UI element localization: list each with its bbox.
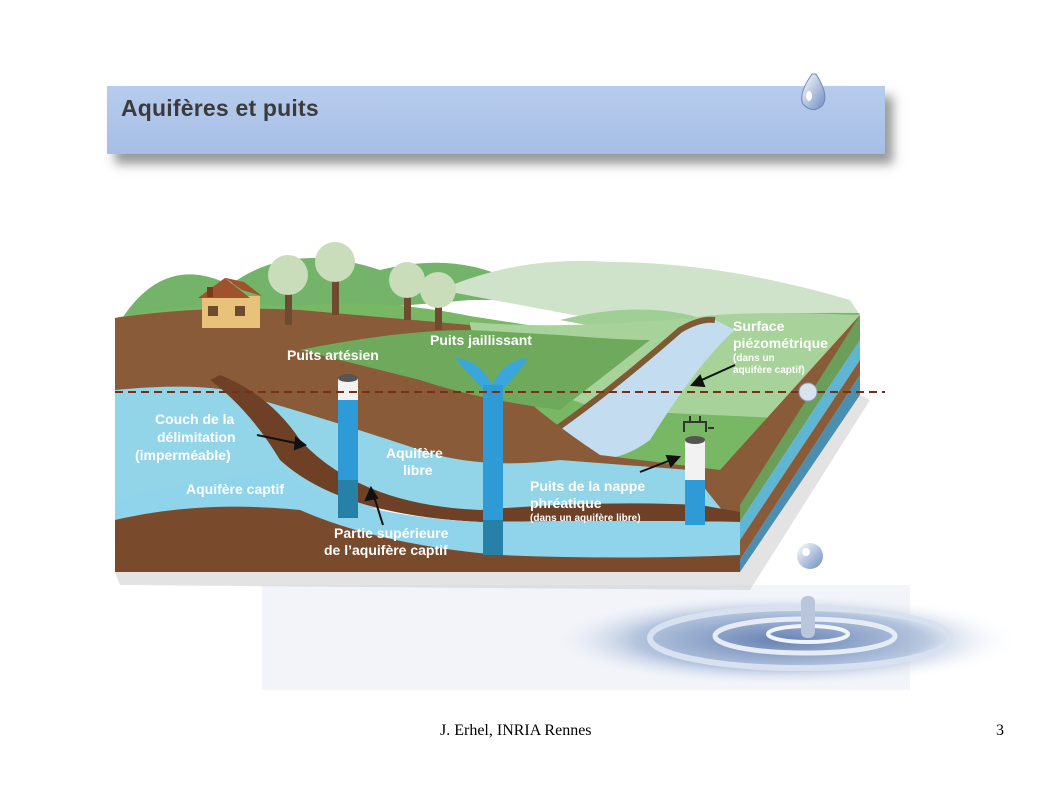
label-aquifere-libre-2: libre (403, 462, 433, 478)
label-couche-2: délimitation (157, 429, 236, 445)
page-number: 3 (996, 722, 1004, 739)
piezometric-marker (798, 382, 818, 402)
label-aquifere-captif: Aquifère captif (186, 481, 284, 497)
artesian-well (338, 374, 358, 518)
label-surface-piezo-4: aquifère captif) (733, 365, 805, 376)
label-surface-piezo-1: Surface (733, 318, 785, 334)
label-couche-3: (imperméable) (135, 447, 231, 463)
house-icon (198, 278, 262, 328)
label-partie-sup-2: de l’aquifère captif (324, 542, 448, 558)
flowing-well (455, 358, 528, 555)
water-drop-icon (801, 73, 826, 110)
trees (268, 242, 456, 330)
annotation-arrows (256, 364, 736, 526)
label-puits-nappe-1: Puits de la nappe (530, 478, 645, 494)
title-bar: Aquifères et puits (107, 86, 885, 154)
water-table-well (683, 416, 714, 525)
label-puits-artesien: Puits artésien (287, 347, 379, 363)
label-puits-jaillissant: Puits jaillissant (430, 332, 532, 348)
label-puits-nappe-3: (dans un aquifère libre) (530, 513, 641, 524)
label-surface-piezo-2: piézométrique (733, 335, 828, 351)
label-aquifere-libre-1: Aquifère (386, 445, 443, 461)
label-puits-nappe-2: phréatique (530, 495, 602, 511)
footer-author: J. Erhel, INRIA Rennes (440, 722, 592, 739)
label-surface-piezo-3: (dans un (733, 353, 775, 364)
ripple-water-image (262, 543, 1020, 690)
slide-title: Aquifères et puits (121, 95, 319, 121)
label-couche-1: Couch de la (155, 411, 235, 427)
label-partie-sup-1: Partie supérieure (334, 525, 449, 541)
